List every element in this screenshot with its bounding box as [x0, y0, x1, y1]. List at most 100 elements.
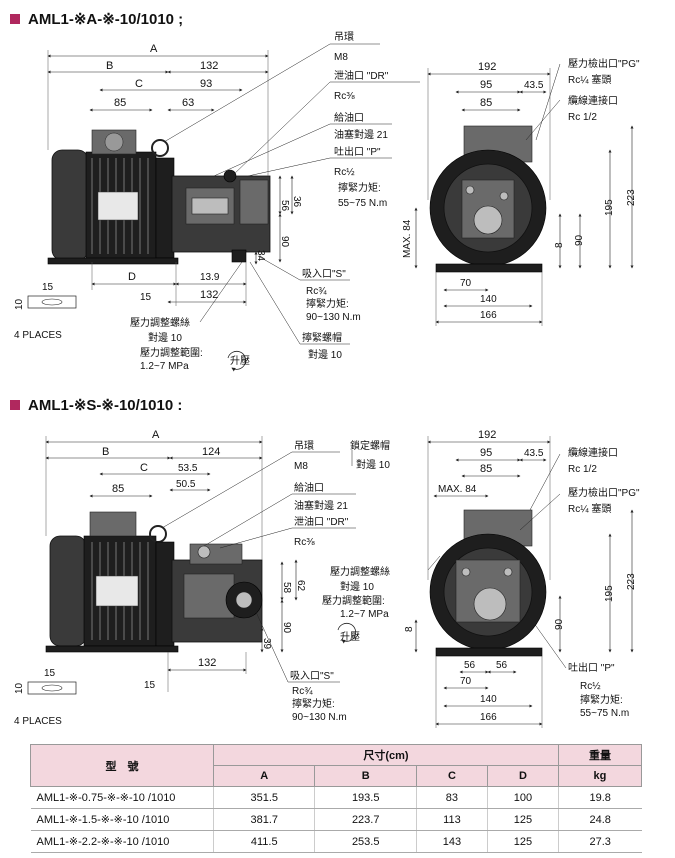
label2-lock-flat: 對邊 10 — [356, 458, 390, 471]
side2-dim-90: 90 — [554, 618, 565, 630]
dim-36: 36 — [291, 196, 302, 208]
rise-arrow-icon — [227, 350, 247, 372]
diagram1-side-view: 192 95 43.5 85 壓力檢出口"PG" Rc¼ 塞頭 纜線連接口 Rc… — [402, 57, 640, 326]
cell-b: 193.5 — [314, 786, 417, 809]
label-rise: 升壓 — [230, 355, 250, 367]
side2-label-cable: 纜線連接口 — [568, 446, 618, 459]
label2-drain-thread: Rc⅜ — [294, 537, 315, 548]
diagram2-title: AML1-※S-※-10/1010 : — [10, 396, 182, 414]
dim-C: C — [135, 78, 143, 90]
label-adj-range-value: 1.2~7 MPa — [140, 361, 189, 372]
table-row: AML1-※-2.2-※-※-10 /1010 411.5 253.5 143 … — [30, 830, 642, 853]
side1-dim-192: 192 — [478, 61, 496, 73]
dim2-B: B — [102, 446, 109, 458]
cell-a: 411.5 — [212, 830, 315, 853]
title-marker-icon — [10, 14, 20, 24]
dim-132-bottom: 132 — [200, 289, 218, 301]
side2-dim-43-5: 43.5 — [524, 448, 544, 459]
four-places-label: 4 PLACES — [14, 330, 62, 341]
dim-132-top: 132 — [200, 60, 218, 72]
label-drain-thread: Rc⅜ — [334, 91, 355, 102]
diagram1-callouts: 吊環 M8 泄油口 "DR" Rc⅜ 給油口 油塞對邊 21 吐出口 "P" R… — [130, 31, 420, 372]
dim2-C: C — [140, 462, 148, 474]
side1-dim-8: 8 — [554, 242, 565, 248]
cell-c: 83 — [415, 786, 488, 809]
side1-label-cable-thread: Rc 1/2 — [568, 112, 597, 123]
label-torque2-value: 90~130 N.m — [306, 312, 361, 323]
side2-label-outlet: 吐出口 "P" — [568, 661, 615, 674]
cell-a: 381.7 — [212, 808, 315, 831]
side2-label-cable-thread: Rc 1/2 — [568, 464, 597, 475]
label-lock-nut: 擰緊螺帽 — [302, 331, 342, 344]
label2-adj-screw: 壓力調整螺絲 — [330, 565, 390, 578]
side1-dim-85: 85 — [480, 97, 492, 109]
label2-fill-nut: 油塞對邊 21 — [294, 499, 348, 512]
dim2-50-5: 50.5 — [176, 479, 196, 490]
dim-63: 63 — [182, 97, 194, 109]
cell-d: 125 — [486, 830, 559, 853]
diagram2-side-view: 192 95 43.5 85 MAX. 84 纜線連接口 Rc 1/2 壓力檢出… — [404, 429, 640, 728]
spec-table: 型 號 尺寸(cm) 重量 A B C D kg AML1-※-0.75-※-※… — [30, 744, 643, 853]
diagram1-dimensions: A B 132 C 93 85 63 56 36 90 34 D 13.9 13… — [14, 43, 302, 341]
side1-dim-90: 90 — [574, 234, 585, 246]
cell-model: AML1-※-1.5-※-※-10 /1010 — [30, 808, 214, 831]
side2-label-outlet-thread: Rc½ — [580, 681, 601, 692]
label2-torque-value: 90~130 N.m — [292, 712, 347, 723]
side1-label-pg: 壓力檢出口"PG" — [568, 57, 640, 70]
cell-a: 351.5 — [212, 786, 315, 809]
label-torque2: 擰緊力矩: — [306, 297, 349, 310]
header-col-a: A — [212, 765, 316, 787]
cell-c: 143 — [415, 830, 488, 853]
dim-A: A — [150, 43, 158, 55]
dim-15-bottom: 15 — [140, 292, 152, 303]
header-weight-unit: kg — [557, 765, 643, 787]
side2-dim-8: 8 — [404, 626, 415, 632]
side1-dim-223: 223 — [626, 189, 637, 206]
four-places-label-2: 4 PLACES — [14, 716, 62, 727]
side1-dim-max84: MAX. 84 — [402, 219, 413, 258]
side2-label-torque-value: 55~75 N.m — [580, 708, 629, 719]
side2-dim-223: 223 — [626, 573, 637, 590]
cell-c: 113 — [415, 808, 488, 831]
cell-d: 125 — [486, 808, 559, 831]
header-col-d: D — [486, 765, 559, 787]
side2-dim-85: 85 — [480, 463, 492, 475]
side2-dim-195: 195 — [604, 585, 615, 602]
side2-label-torque: 擰緊力矩: — [580, 693, 623, 706]
label-adj-screw: 壓力調整螺絲 — [130, 316, 190, 329]
dim2-15-bottom: 15 — [144, 680, 156, 691]
dim2-39: 39 — [261, 638, 272, 650]
cell-b: 223.7 — [314, 808, 417, 831]
cell-d: 100 — [486, 786, 559, 809]
side2-label-pg-thread: Rc¼ 塞頭 — [568, 502, 611, 515]
label2-rise: 升壓 — [340, 631, 360, 643]
label2-suction-thread: Rc¾ — [292, 686, 313, 697]
dim-10-foot: 10 — [14, 298, 25, 310]
label2-adj-flat: 對邊 10 — [340, 580, 374, 593]
label-outlet-thread: Rc½ — [334, 167, 355, 178]
side2-dim-56b: 56 — [496, 660, 508, 671]
header-model: 型 號 — [30, 744, 214, 787]
side2-label-pg: 壓力檢出口"PG" — [568, 486, 640, 499]
header-weight: 重量 — [557, 744, 643, 766]
label2-adj-range-value: 1.2~7 MPa — [340, 609, 389, 620]
label2-fill-port: 給油口 — [294, 481, 324, 494]
label-fill-nut: 油塞對邊 21 — [334, 128, 388, 141]
dim-13-9: 13.9 — [200, 272, 220, 283]
label-m8: M8 — [334, 52, 348, 63]
dim2-58: 58 — [281, 582, 292, 594]
side2-dim-192: 192 — [478, 429, 496, 441]
dim2-53-5: 53.5 — [178, 463, 198, 474]
table-row: AML1-※-0.75-※-※-10 /1010 351.5 193.5 83 … — [30, 786, 642, 809]
side2-dim-max84: MAX. 84 — [438, 484, 477, 495]
dim-B: B — [106, 60, 113, 72]
cell-model: AML1-※-0.75-※-※-10 /1010 — [30, 786, 214, 809]
dim2-124: 124 — [202, 446, 220, 458]
dim-15-foot: 15 — [42, 282, 54, 293]
side1-dim-95: 95 — [480, 79, 492, 91]
label-lock-flat: 對邊 10 — [308, 348, 342, 361]
label-suction-thread: Rc¾ — [306, 286, 327, 297]
dim-90: 90 — [279, 236, 290, 248]
label-drain: 泄油口 "DR" — [334, 69, 389, 82]
dim-34: 34 — [255, 250, 266, 262]
